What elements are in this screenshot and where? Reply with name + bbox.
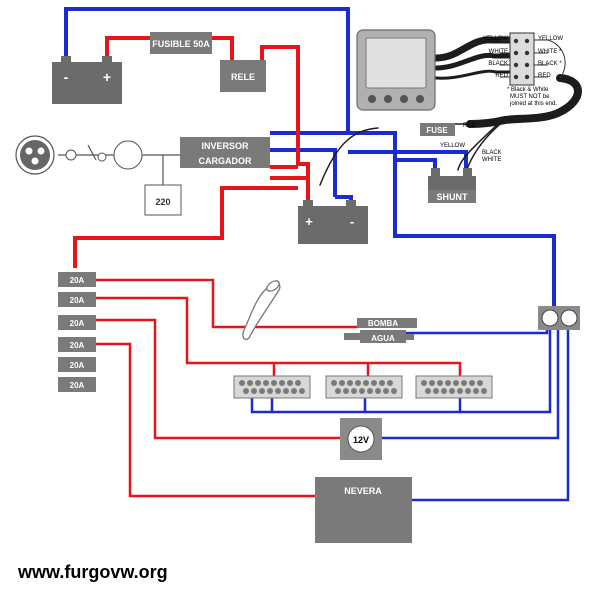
- fridge: NEVERA: [315, 477, 412, 543]
- fuse-block: 20A 20A 20A 20A 20A 20A: [58, 272, 96, 392]
- inverter-label: INVERSOR: [201, 141, 249, 151]
- negative-bus: [538, 306, 580, 330]
- socket-label: 12V: [353, 435, 369, 445]
- house-battery: + -: [298, 200, 368, 244]
- svg-text:20A: 20A: [70, 341, 85, 350]
- fuse-20a-3: 20A: [58, 315, 96, 330]
- shunt-wire-white: WHITE: [482, 157, 501, 163]
- shunt-wire-red: RED: [463, 123, 476, 129]
- shunt-label: SHUNT: [437, 192, 469, 202]
- led-light-panel-3: [415, 375, 493, 399]
- note-line-2: MUST NOT be: [510, 94, 550, 100]
- relay-label: RELE: [231, 72, 255, 82]
- svg-text:20A: 20A: [70, 361, 85, 370]
- wire-left-white: WHITE: [489, 49, 508, 55]
- shunt-wire-yellow: YELLOW: [440, 143, 465, 149]
- inverter-charger: INVERSOR CARGADOR: [180, 137, 270, 168]
- svg-text:20A: 20A: [70, 276, 85, 285]
- note-line-1: * Black & White: [507, 87, 549, 93]
- wire-left-yellow: YELLOW: [483, 36, 508, 42]
- led-light-panel-1: [233, 375, 311, 399]
- fridge-label: NEVERA: [344, 486, 382, 496]
- house-battery-minus-label: -: [350, 214, 354, 229]
- negative-wires: [64, 7, 570, 502]
- positive-wires: [73, 36, 462, 498]
- pump-label-1: BOMBA: [368, 319, 398, 328]
- shore-power-plug: [15, 135, 143, 175]
- fuse-20a-6: 20A: [58, 377, 96, 392]
- shunt: SHUNT: [428, 168, 476, 203]
- charger-label: CARGADOR: [199, 156, 252, 166]
- battery-minus-label: -: [64, 69, 69, 85]
- inline-fuse: FUSE RED: [420, 123, 476, 136]
- shower-head-icon: [242, 280, 281, 341]
- wire-left-red: RED: [495, 73, 508, 79]
- fuse-20a-4: 20A: [58, 337, 96, 352]
- battery-plus-label: +: [103, 69, 111, 85]
- relay: RELE: [220, 60, 266, 92]
- battery-monitor: [356, 29, 436, 111]
- pump-label-2: AGUA: [371, 334, 395, 343]
- wire-left-black: BLACK: [488, 61, 508, 67]
- inline-fuse-label: FUSE: [426, 126, 448, 135]
- house-battery-plus-label: +: [305, 214, 313, 229]
- starter-battery: - +: [52, 56, 122, 104]
- wire-right-black: BLACK *: [538, 61, 562, 67]
- monitor-cables: [319, 36, 582, 186]
- shunt-wire-black: BLACK: [482, 150, 502, 156]
- shore-220-box: 220: [144, 184, 182, 216]
- 12v-socket: 12V: [340, 418, 382, 460]
- shore-220-label: 220: [155, 197, 170, 207]
- wire-right-white: WHITE *: [538, 49, 562, 55]
- main-fuse: FUSIBLE 50A: [150, 32, 212, 54]
- wire-right-red: RED: [538, 73, 551, 79]
- svg-text:20A: 20A: [70, 319, 85, 328]
- terminal-block: YELLOW WHITE BLACK RED YELLOW WHITE * BL…: [483, 32, 566, 107]
- led-light-panel-2: [325, 375, 403, 399]
- watermark: www.furgovw.org: [17, 562, 168, 582]
- fuse-20a-1: 20A: [58, 272, 96, 287]
- water-pump: BOMBA AGUA: [344, 318, 417, 343]
- svg-text:20A: 20A: [70, 381, 85, 390]
- note-line-3: joined at this end.: [509, 101, 557, 107]
- fuse-20a-2: 20A: [58, 292, 96, 307]
- fuse-20a-5: 20A: [58, 357, 96, 372]
- svg-text:20A: 20A: [70, 296, 85, 305]
- main-fuse-label: FUSIBLE 50A: [152, 39, 210, 49]
- wire-right-yellow: YELLOW: [538, 36, 563, 42]
